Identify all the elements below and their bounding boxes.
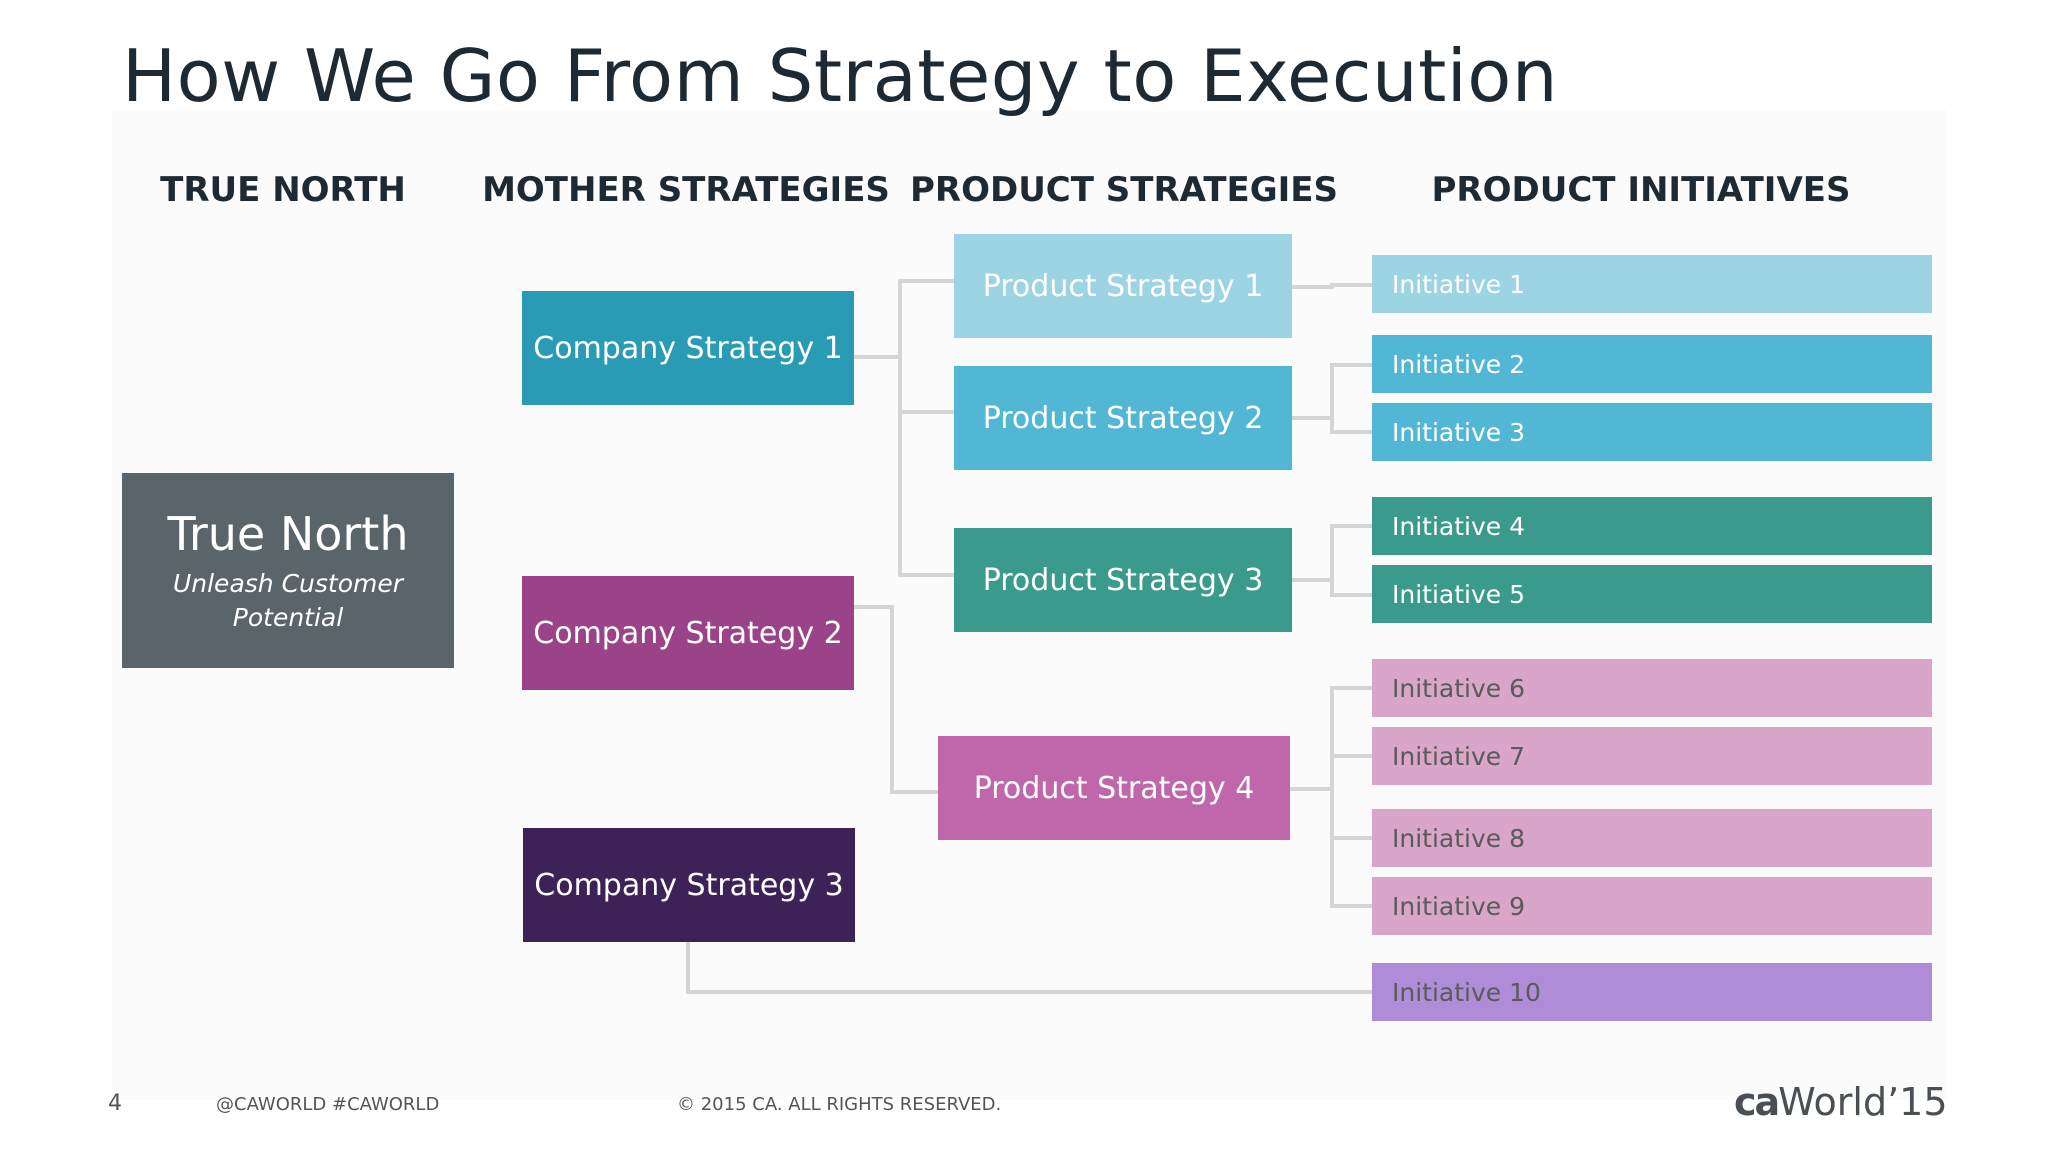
product-strategy-4: Product Strategy 4 [938,736,1290,840]
initiative-8: Initiative 8 [1372,809,1932,867]
initiative-10: Initiative 10 [1372,963,1932,1021]
initiative-1: Initiative 1 [1372,255,1932,313]
true-north-subtitle-line2: Potential [232,602,344,632]
initiative-7: Initiative 7 [1372,727,1932,785]
initiative-4: Initiative 4 [1372,497,1932,555]
footer-copyright: © 2015 CA. ALL RIGHTS RESERVED. [677,1094,1002,1115]
company-strategy-1: Company Strategy 1 [522,291,854,405]
logo-year: ’15 [1887,1080,1948,1124]
initiative-5: Initiative 5 [1372,565,1932,623]
page-title: How We Go From Strategy to Execution [122,34,1558,118]
column-header-product-initiatives: PRODUCT INITIATIVES [1431,170,1851,210]
page-number: 4 [108,1091,122,1116]
product-strategy-3: Product Strategy 3 [954,528,1292,632]
initiative-2: Initiative 2 [1372,335,1932,393]
product-strategy-1: Product Strategy 1 [954,234,1292,338]
true-north-subtitle-line1: Unleash Customer [172,568,404,598]
column-header-true-north: TRUE NORTH [160,170,406,210]
logo-world: World [1778,1080,1888,1124]
company-strategy-2: Company Strategy 2 [522,576,854,690]
initiative-3: Initiative 3 [1372,403,1932,461]
initiative-9: Initiative 9 [1372,877,1932,935]
column-header-mother-strategies: MOTHER STRATEGIES [482,170,890,210]
product-strategy-2: Product Strategy 2 [954,366,1292,470]
logo-ca: ca [1734,1080,1780,1124]
true-north-box: True North Unleash Customer Potential [122,473,454,668]
true-north-subtitle: Unleash Customer Potential [173,567,403,635]
column-header-product-strategies: PRODUCT STRATEGIES [909,170,1339,210]
true-north-title: True North [167,506,409,561]
ca-world-logo: caWorld’15 [1734,1080,1948,1124]
initiative-6: Initiative 6 [1372,659,1932,717]
footer-handles: @CAWORLD #CAWORLD [216,1094,440,1115]
company-strategy-3: Company Strategy 3 [523,828,855,942]
